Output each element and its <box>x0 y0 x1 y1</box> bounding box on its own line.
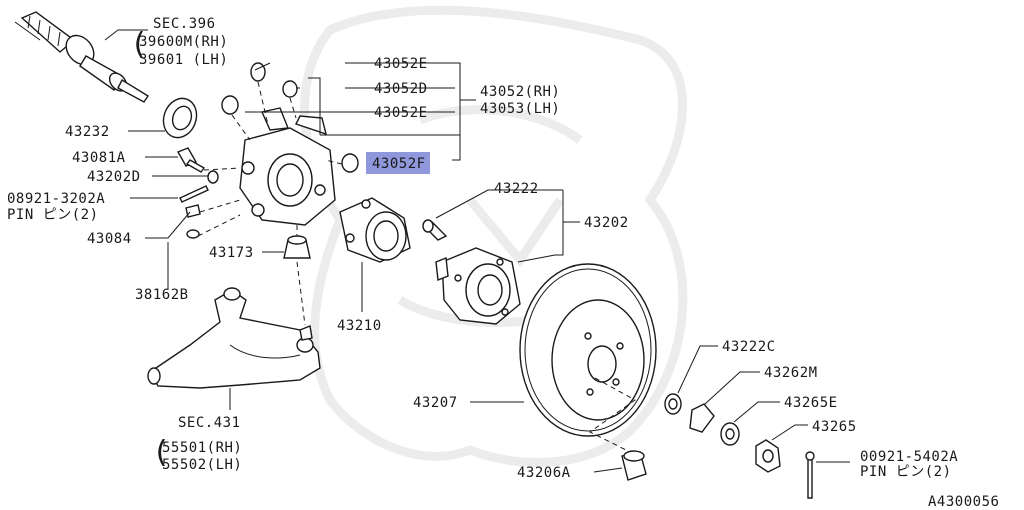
label-43206a[interactable]: 43206A <box>517 465 571 481</box>
washer-38162b[interactable] <box>186 229 200 239</box>
label-43052e-top[interactable]: 43052E <box>374 56 428 72</box>
label-pin2-desc: PIN ピン(2) <box>860 464 952 480</box>
label-sec431[interactable]: SEC.431 <box>178 415 241 431</box>
label-43202d[interactable]: 43202D <box>87 169 141 185</box>
label-sec396[interactable]: SEC.396 <box>153 16 216 32</box>
label-pin1-code[interactable]: 08921-3202A <box>7 191 105 207</box>
washer-43222c[interactable] <box>664 393 682 415</box>
nut-43052f[interactable] <box>341 153 359 173</box>
bracket-left-sec396: ( <box>130 27 149 62</box>
label-43265e[interactable]: 43265E <box>784 395 838 411</box>
label-43207[interactable]: 43207 <box>413 395 458 411</box>
label-43265[interactable]: 43265 <box>812 419 857 435</box>
nut-43265[interactable] <box>755 439 781 473</box>
label-43052f[interactable]: 43052F <box>372 156 426 172</box>
label-sec431-lh: 55502(LH) <box>162 457 242 473</box>
washer-43265e[interactable] <box>720 422 740 446</box>
label-43202[interactable]: 43202 <box>584 215 629 231</box>
pin-08921-3202a[interactable] <box>179 185 209 203</box>
label-43052-rh[interactable]: 43052(RH) <box>480 84 560 100</box>
nut-43262m[interactable] <box>689 403 715 433</box>
nut-43052d[interactable] <box>282 80 298 98</box>
nut-43084[interactable] <box>185 204 201 218</box>
label-43052f-prefix: 43052 <box>372 156 417 172</box>
label-43222c[interactable]: 43222C <box>722 339 776 355</box>
bushing-43173[interactable] <box>283 235 311 259</box>
label-43052f-suffix: F <box>417 156 426 172</box>
label-43084[interactable]: 43084 <box>87 231 132 247</box>
seal-43232[interactable] <box>158 94 202 143</box>
lower-arm[interactable] <box>147 287 321 389</box>
nut-43052e-top[interactable] <box>250 62 266 82</box>
label-43081a[interactable]: 43081A <box>72 150 126 166</box>
hub-43202[interactable] <box>435 247 521 325</box>
label-pin2-code[interactable]: 00921-5402A <box>860 449 958 465</box>
label-43210[interactable]: 43210 <box>337 318 382 334</box>
label-pin1-desc: PIN ピン(2) <box>7 207 99 223</box>
label-sec396-rh: 39600M(RH) <box>139 34 228 50</box>
label-38162b[interactable]: 38162B <box>135 287 189 303</box>
label-43173[interactable]: 43173 <box>209 245 254 261</box>
highlight-43052f <box>366 152 430 174</box>
label-sec431-rh: 55501(RH) <box>162 440 242 456</box>
pin-00921-5402a[interactable] <box>805 451 815 499</box>
hub-bearing-43210[interactable] <box>339 197 411 263</box>
washer-43202d[interactable] <box>207 170 219 184</box>
bolt-43081a[interactable] <box>176 147 206 173</box>
axle-housing[interactable] <box>239 107 336 226</box>
label-43052d[interactable]: 43052D <box>374 81 428 97</box>
label-43222[interactable]: 43222 <box>494 181 539 197</box>
brake-disc-43207[interactable] <box>519 263 657 437</box>
drive-shaft[interactable] <box>14 11 149 103</box>
stud-43222[interactable] <box>422 219 448 241</box>
label-43053-lh[interactable]: 43053(LH) <box>480 101 560 117</box>
label-43232[interactable]: 43232 <box>65 124 110 140</box>
bracket-left-sec431: ( <box>152 435 171 470</box>
cap-43206a[interactable] <box>621 450 647 481</box>
diagram-id: A4300056 <box>928 494 999 510</box>
nut-43052e-mid[interactable] <box>221 95 239 115</box>
label-sec396-lh: 39601 (LH) <box>139 52 228 68</box>
label-43052e-mid[interactable]: 43052E <box>374 105 428 121</box>
label-43262m[interactable]: 43262M <box>764 365 818 381</box>
